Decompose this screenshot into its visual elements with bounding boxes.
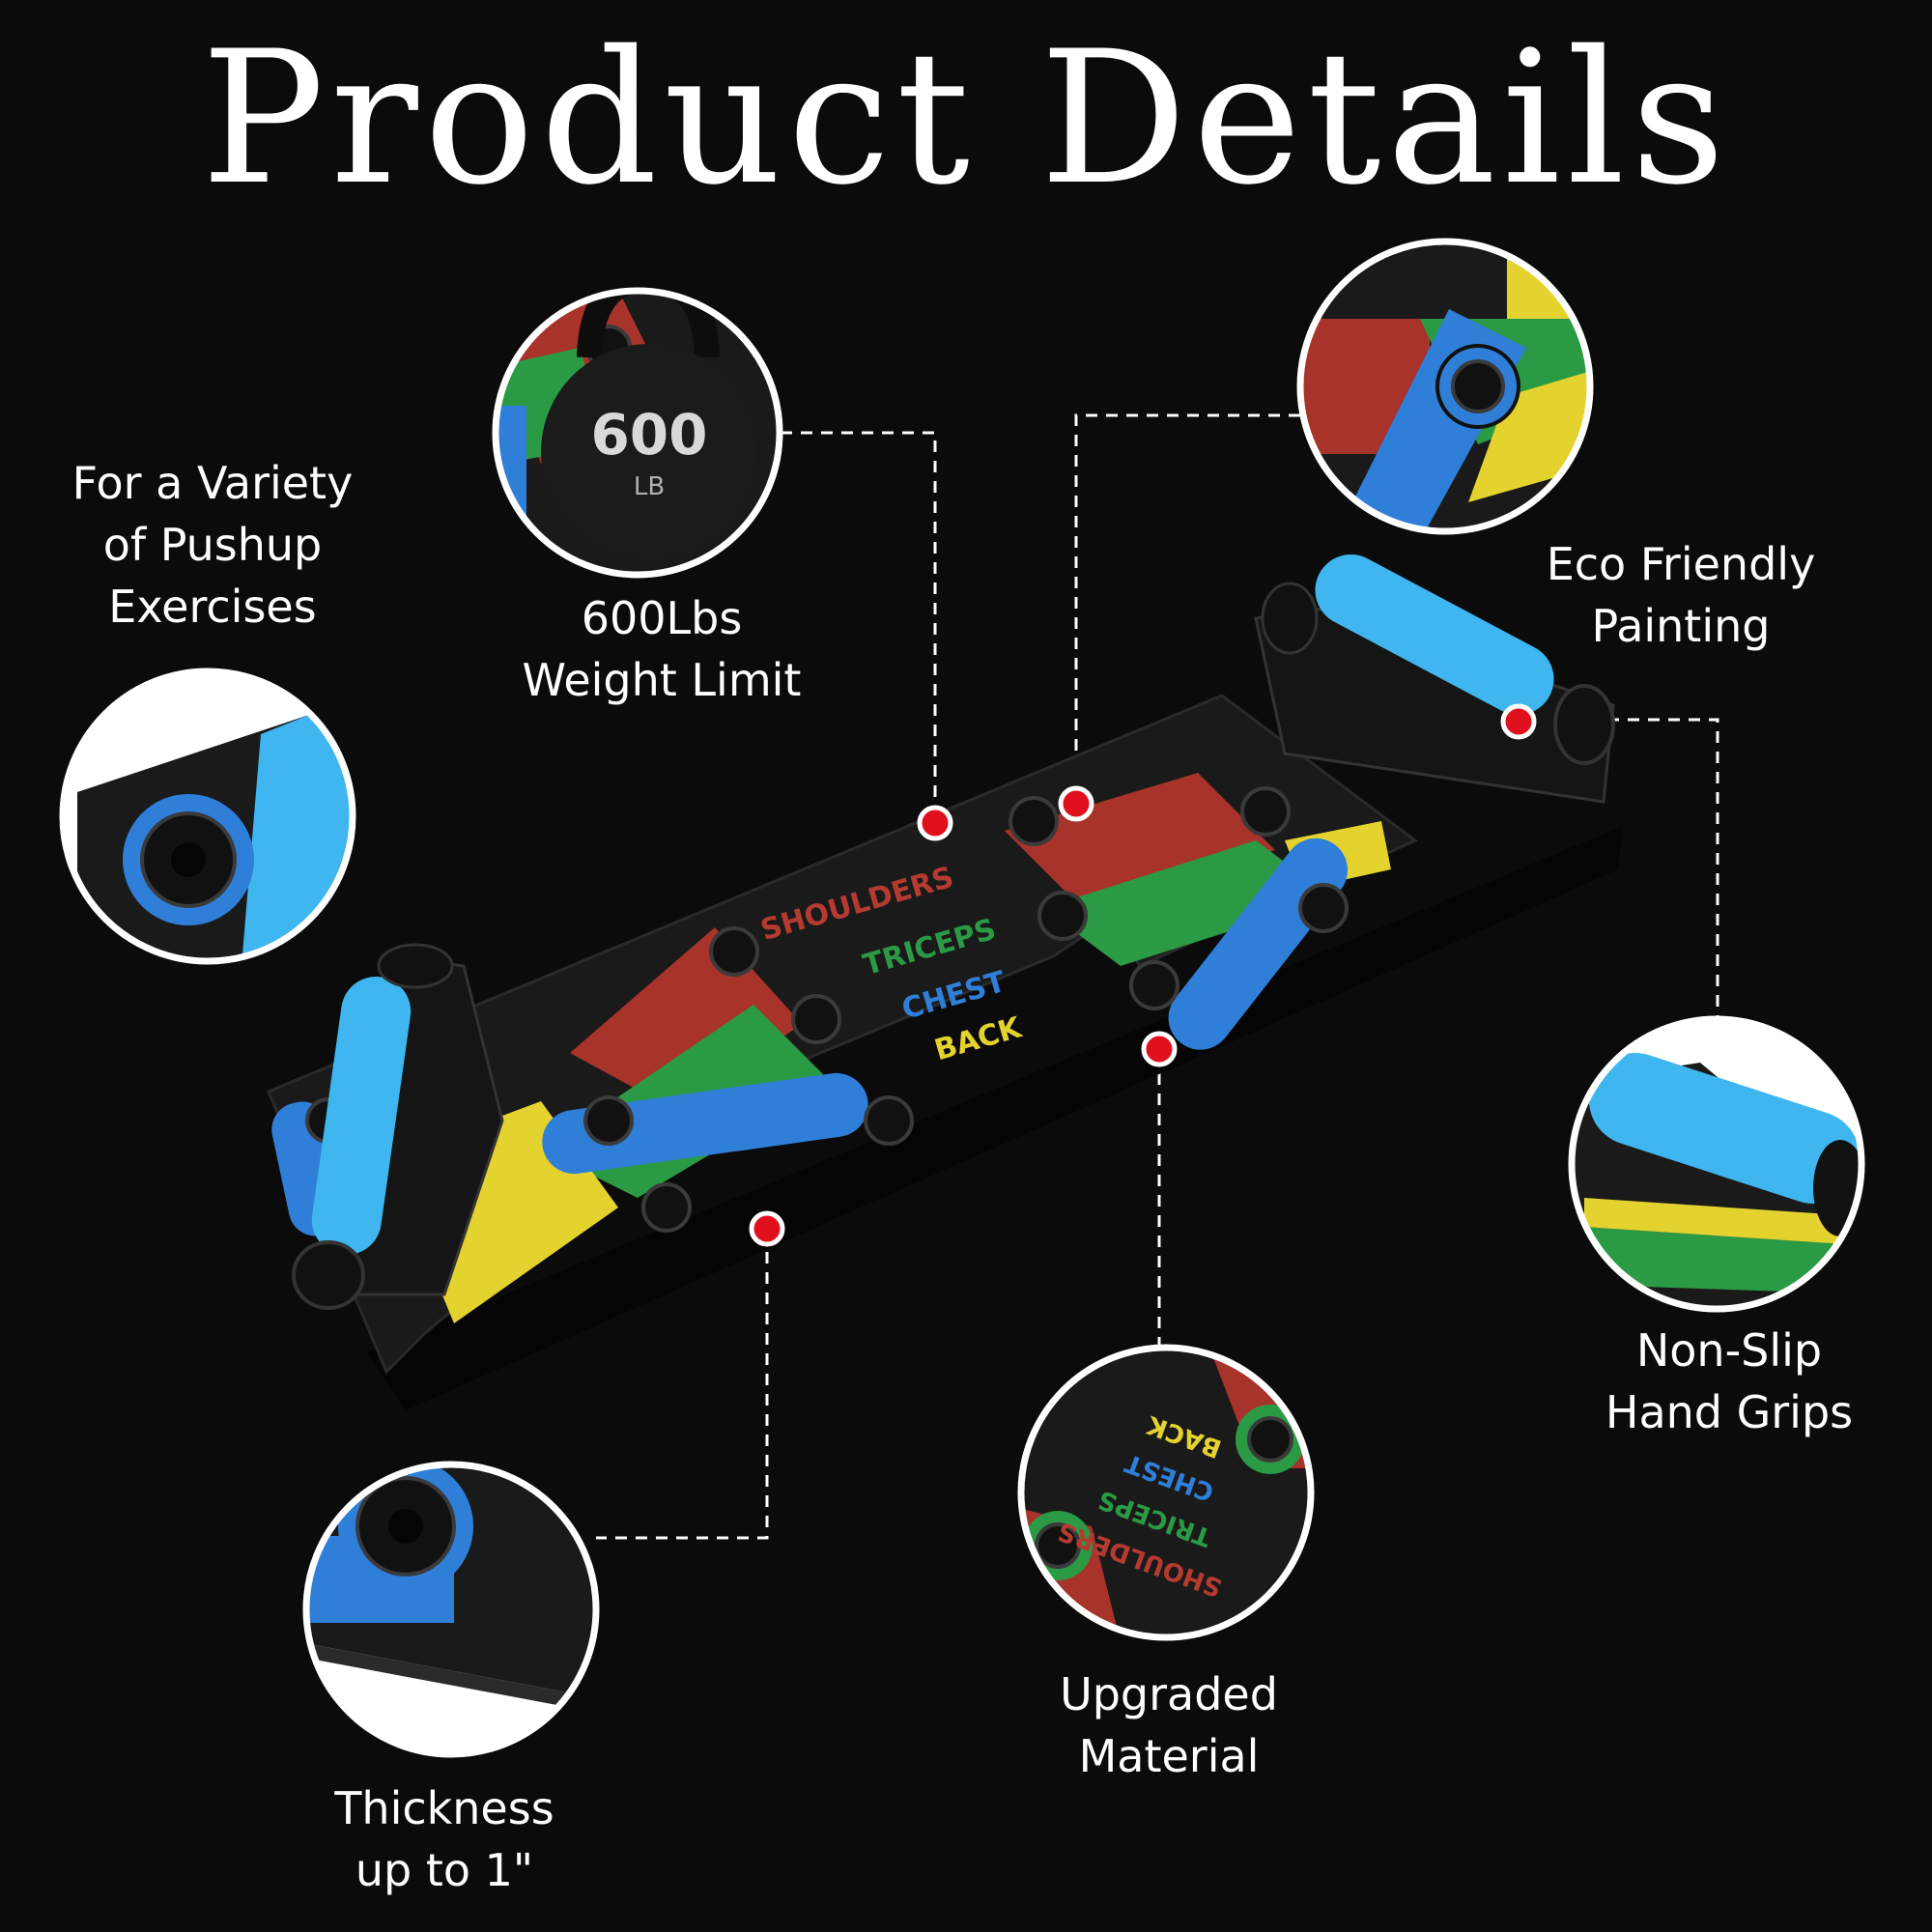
kettlebell-unit: LB [634,472,665,501]
feature-label-weight: 600Lbs Weight Limit [522,592,802,706]
right-handle [1254,554,1615,804]
marker-weight [917,805,953,841]
marker-eco [1058,785,1094,822]
blue-bar-right [1168,838,1349,1050]
marker-thickness [749,1210,785,1247]
marker-material [1141,1031,1178,1067]
feature-label-eco: Eco Friendly Painting [1546,538,1816,652]
feature-label-thickness: Thickness up to 1" [334,1782,554,1896]
green-band-2 [1043,840,1333,966]
board-text-back: BACK [931,1010,1027,1067]
leader-eco [1074,413,1300,792]
zoom-circle-weight: 600 LB [492,287,783,579]
leader-weight [781,431,937,811]
pushup-board: SHOULDERS TRICEPS CHEST BACK [267,554,1623,1410]
markers [749,703,1537,1247]
feature-label-material: Upgraded Material [1060,1668,1278,1782]
zoom-circle-variety [59,668,356,965]
marker-grips [1500,703,1537,740]
red-band-2 [1005,773,1275,908]
kettlebell-icon [541,344,757,560]
zoom-circle-thickness [302,1461,600,1758]
board-holes [305,786,1349,1233]
feature-label-variety: For a Variety of Pushup Exercises [71,457,354,633]
zoom-circle-grips [1568,1015,1865,1313]
zoom-circle-eco [1296,238,1594,535]
blue-bar-left [542,1072,868,1175]
feature-label-grips: Non-Slip Hand Grips [1605,1324,1854,1438]
page-title: Product Details [201,12,1731,225]
zoom-circle-material: SHOULDERS TRICEPS CHEST BACK [1017,1344,1315,1641]
leader-thickness [596,1232,769,1540]
left-handle [292,943,504,1310]
kettlebell-number: 600 [590,402,707,468]
